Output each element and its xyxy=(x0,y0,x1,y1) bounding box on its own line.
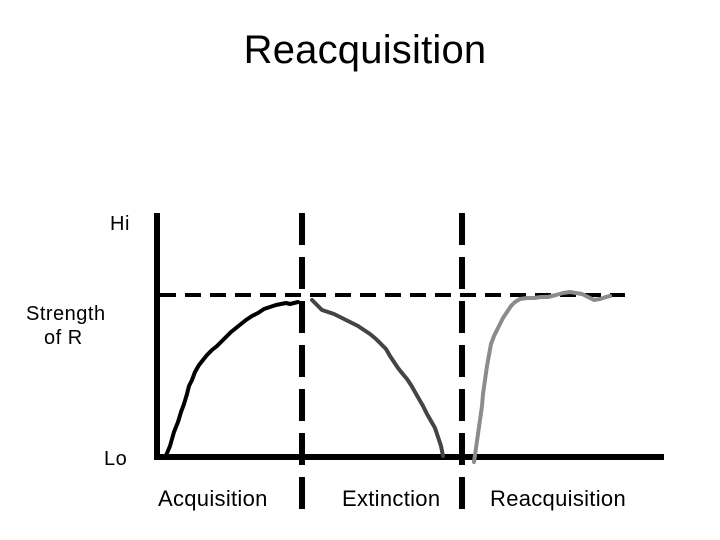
y-label-strength-line1: Strength xyxy=(26,303,106,325)
phase-label-extinction: Extinction xyxy=(342,486,441,511)
y-label-hi: Hi xyxy=(110,213,130,235)
reacquisition-curve xyxy=(472,290,612,464)
y-label-strength-line2: of R xyxy=(44,327,83,349)
slide-title: Reacquisition xyxy=(243,28,487,72)
phase-label-reacquisition: Reacquisition xyxy=(490,486,626,511)
extinction-curve xyxy=(310,298,445,458)
phase-label-acquisition: Acquisition xyxy=(158,486,268,511)
y-label-lo: Lo xyxy=(104,448,128,470)
acquisition-curve xyxy=(163,300,300,460)
y-label-strength: Strength of R xyxy=(26,302,136,350)
